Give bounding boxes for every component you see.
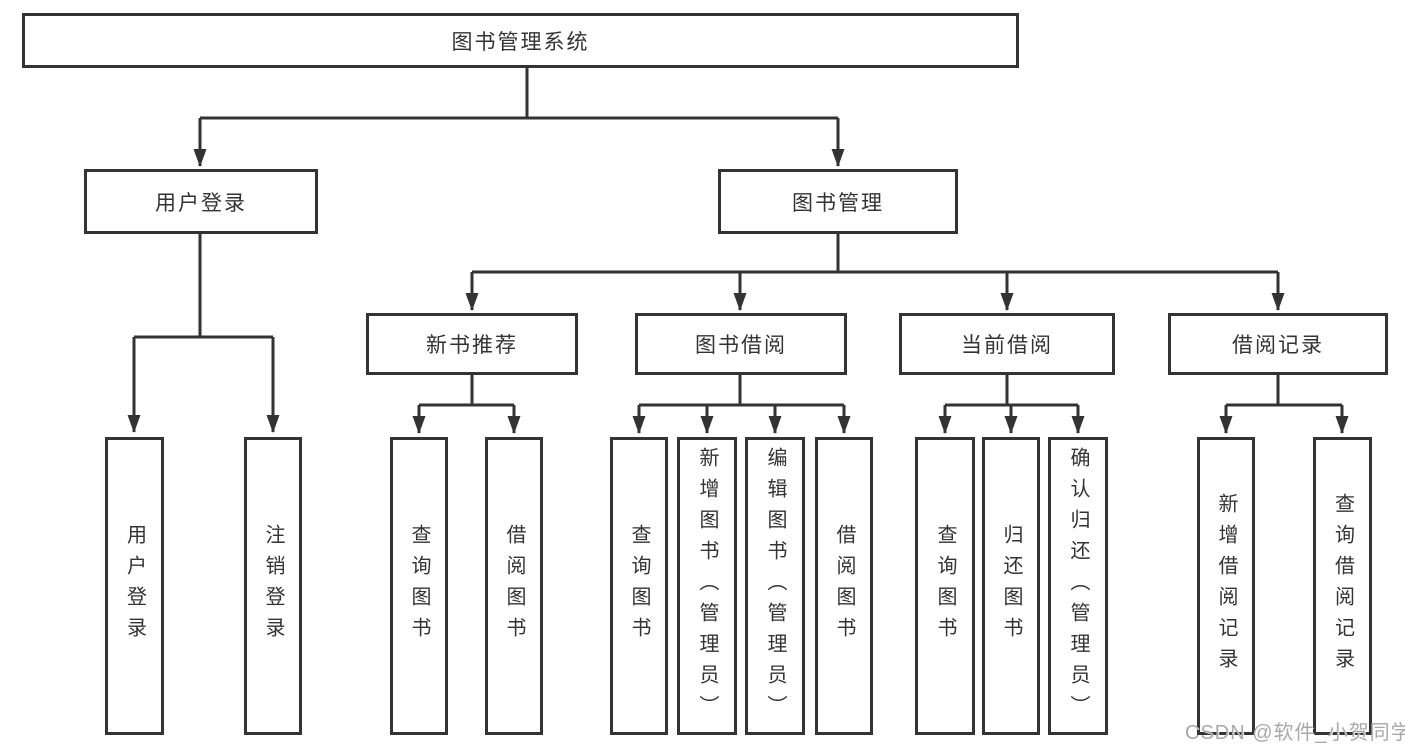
node-label: 当前借阅: [961, 334, 1053, 357]
leaf-label: 新增借阅记录: [1215, 493, 1237, 679]
leaf-label: 用户登录: [123, 524, 146, 648]
node-library-management-system: 图书管理系统: [22, 13, 1019, 68]
leaf-query-books-3: 查询图书: [915, 437, 975, 735]
node-book-management: 图书管理: [718, 169, 958, 234]
leaf-label: 查询借阅记录: [1331, 493, 1354, 679]
leaf-query-borrow-record: 查询借阅记录: [1313, 437, 1372, 735]
node-borrow-record: 借阅记录: [1168, 313, 1388, 375]
leaf-label: 注销登录: [262, 524, 284, 648]
node-label: 图书管理系统: [451, 30, 590, 54]
node-user-login: 用户登录: [84, 169, 318, 234]
leaf-label: 归还图书: [1000, 524, 1022, 648]
leaf-add-book-admin: 新增图书（管理员）: [677, 437, 737, 735]
leaf-borrow-books-2: 借阅图书: [815, 437, 873, 735]
leaf-return-book: 归还图书: [982, 437, 1040, 735]
leaf-add-borrow-record: 新增借阅记录: [1197, 437, 1255, 735]
leaf-query-books: 查询图书: [390, 437, 448, 735]
leaf-borrow-books: 借阅图书: [485, 437, 543, 735]
leaf-label: 借阅图书: [503, 524, 525, 648]
node-new-book-recommend: 新书推荐: [366, 313, 578, 375]
leaf-user-login: 用户登录: [105, 437, 164, 735]
node-book-borrow: 图书借阅: [635, 313, 847, 375]
leaf-edit-book-admin: 编辑图书（管理员）: [745, 437, 805, 735]
node-current-borrow: 当前借阅: [899, 313, 1115, 375]
node-label: 借阅记录: [1232, 334, 1324, 357]
leaf-logout: 注销登录: [244, 437, 302, 735]
leaf-label: 确认归还（管理员）: [1067, 446, 1089, 726]
leaf-label: 借阅图书: [833, 524, 855, 648]
node-label: 新书推荐: [426, 334, 518, 357]
leaf-label: 新增图书（管理员）: [696, 446, 718, 726]
leaf-confirm-return-admin: 确认归还（管理员）: [1048, 437, 1108, 735]
leaf-label: 查询图书: [408, 524, 430, 648]
leaf-query-books-2: 查询图书: [610, 437, 668, 735]
leaf-label: 编辑图书（管理员）: [764, 446, 786, 726]
node-label: 图书管理: [792, 191, 884, 215]
leaf-label: 查询图书: [934, 524, 956, 648]
csdn-watermark: CSDN @软件_小贺同学: [1185, 722, 1405, 744]
leaf-label: 查询图书: [628, 524, 650, 648]
node-label: 图书借阅: [695, 334, 787, 357]
node-label: 用户登录: [155, 191, 247, 215]
